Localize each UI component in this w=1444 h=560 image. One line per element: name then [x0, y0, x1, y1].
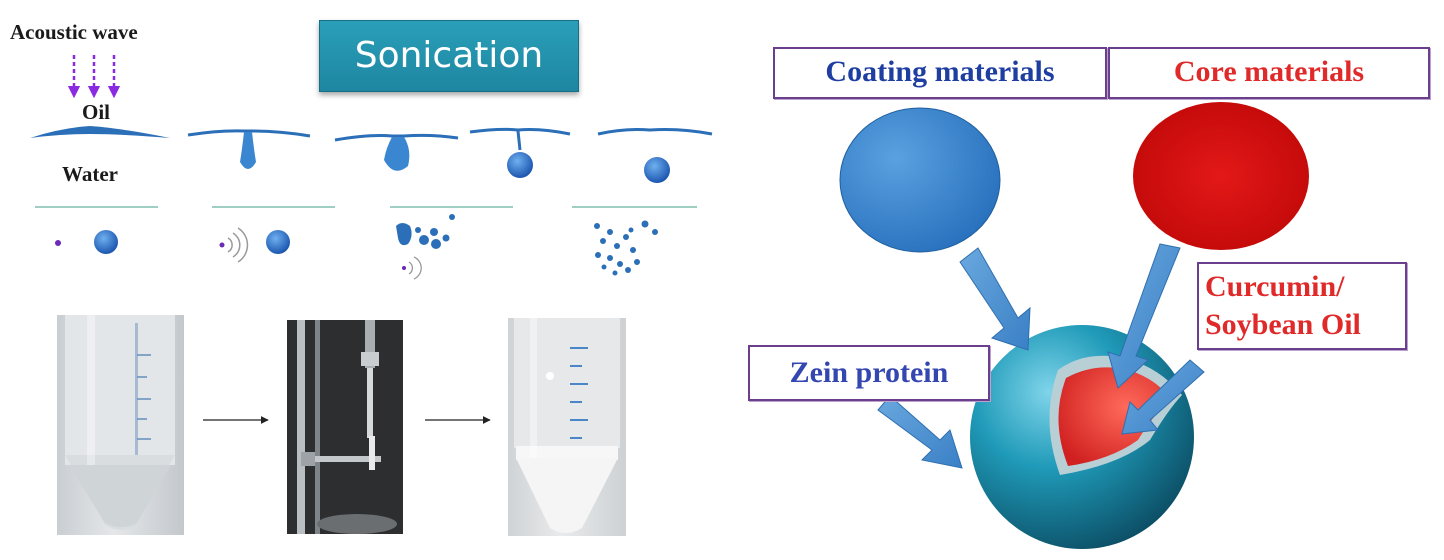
acoustic-wave-label: Acoustic wave — [10, 20, 138, 44]
zein-protein-label: Zein protein — [748, 345, 990, 401]
nanoparticle-sphere — [970, 325, 1194, 549]
sonication-banner: Sonication — [319, 20, 579, 92]
photo-tube-before — [57, 315, 184, 535]
interface-stage-3 — [334, 133, 459, 171]
tube-before-illustration — [65, 315, 175, 530]
soybean-oil-line: Soybean Oil — [1205, 308, 1361, 341]
sonicator-illustration — [287, 320, 403, 534]
oil-label: Oil — [82, 100, 111, 124]
interface-stage-2 — [187, 129, 311, 169]
blue-arrows — [877, 243, 1205, 469]
core-materials-label: Core materials — [1108, 47, 1430, 99]
interface-stage-5 — [597, 128, 713, 183]
coating-material-circle — [839, 107, 1001, 253]
core-material-circle — [1133, 102, 1309, 250]
photo-tube-after — [508, 318, 626, 536]
acoustic-arrows — [67, 55, 121, 99]
droplet-stage-2 — [219, 227, 290, 263]
interface-stage-4 — [469, 127, 571, 178]
photo-sonicator — [287, 320, 403, 534]
curcumin-soybean-oil-label: Curcumin/ Soybean Oil — [1197, 262, 1407, 350]
curcumin-line: Curcumin/ — [1205, 270, 1345, 303]
interface-stage-1 — [30, 126, 170, 138]
droplet-stage-4 — [594, 220, 658, 276]
droplet-stage-1 — [55, 230, 118, 254]
water-label: Water — [62, 162, 118, 186]
droplet-stage-3 — [396, 214, 455, 280]
tube-after-illustration — [514, 318, 620, 533]
coating-materials-label: Coating materials — [773, 47, 1107, 99]
